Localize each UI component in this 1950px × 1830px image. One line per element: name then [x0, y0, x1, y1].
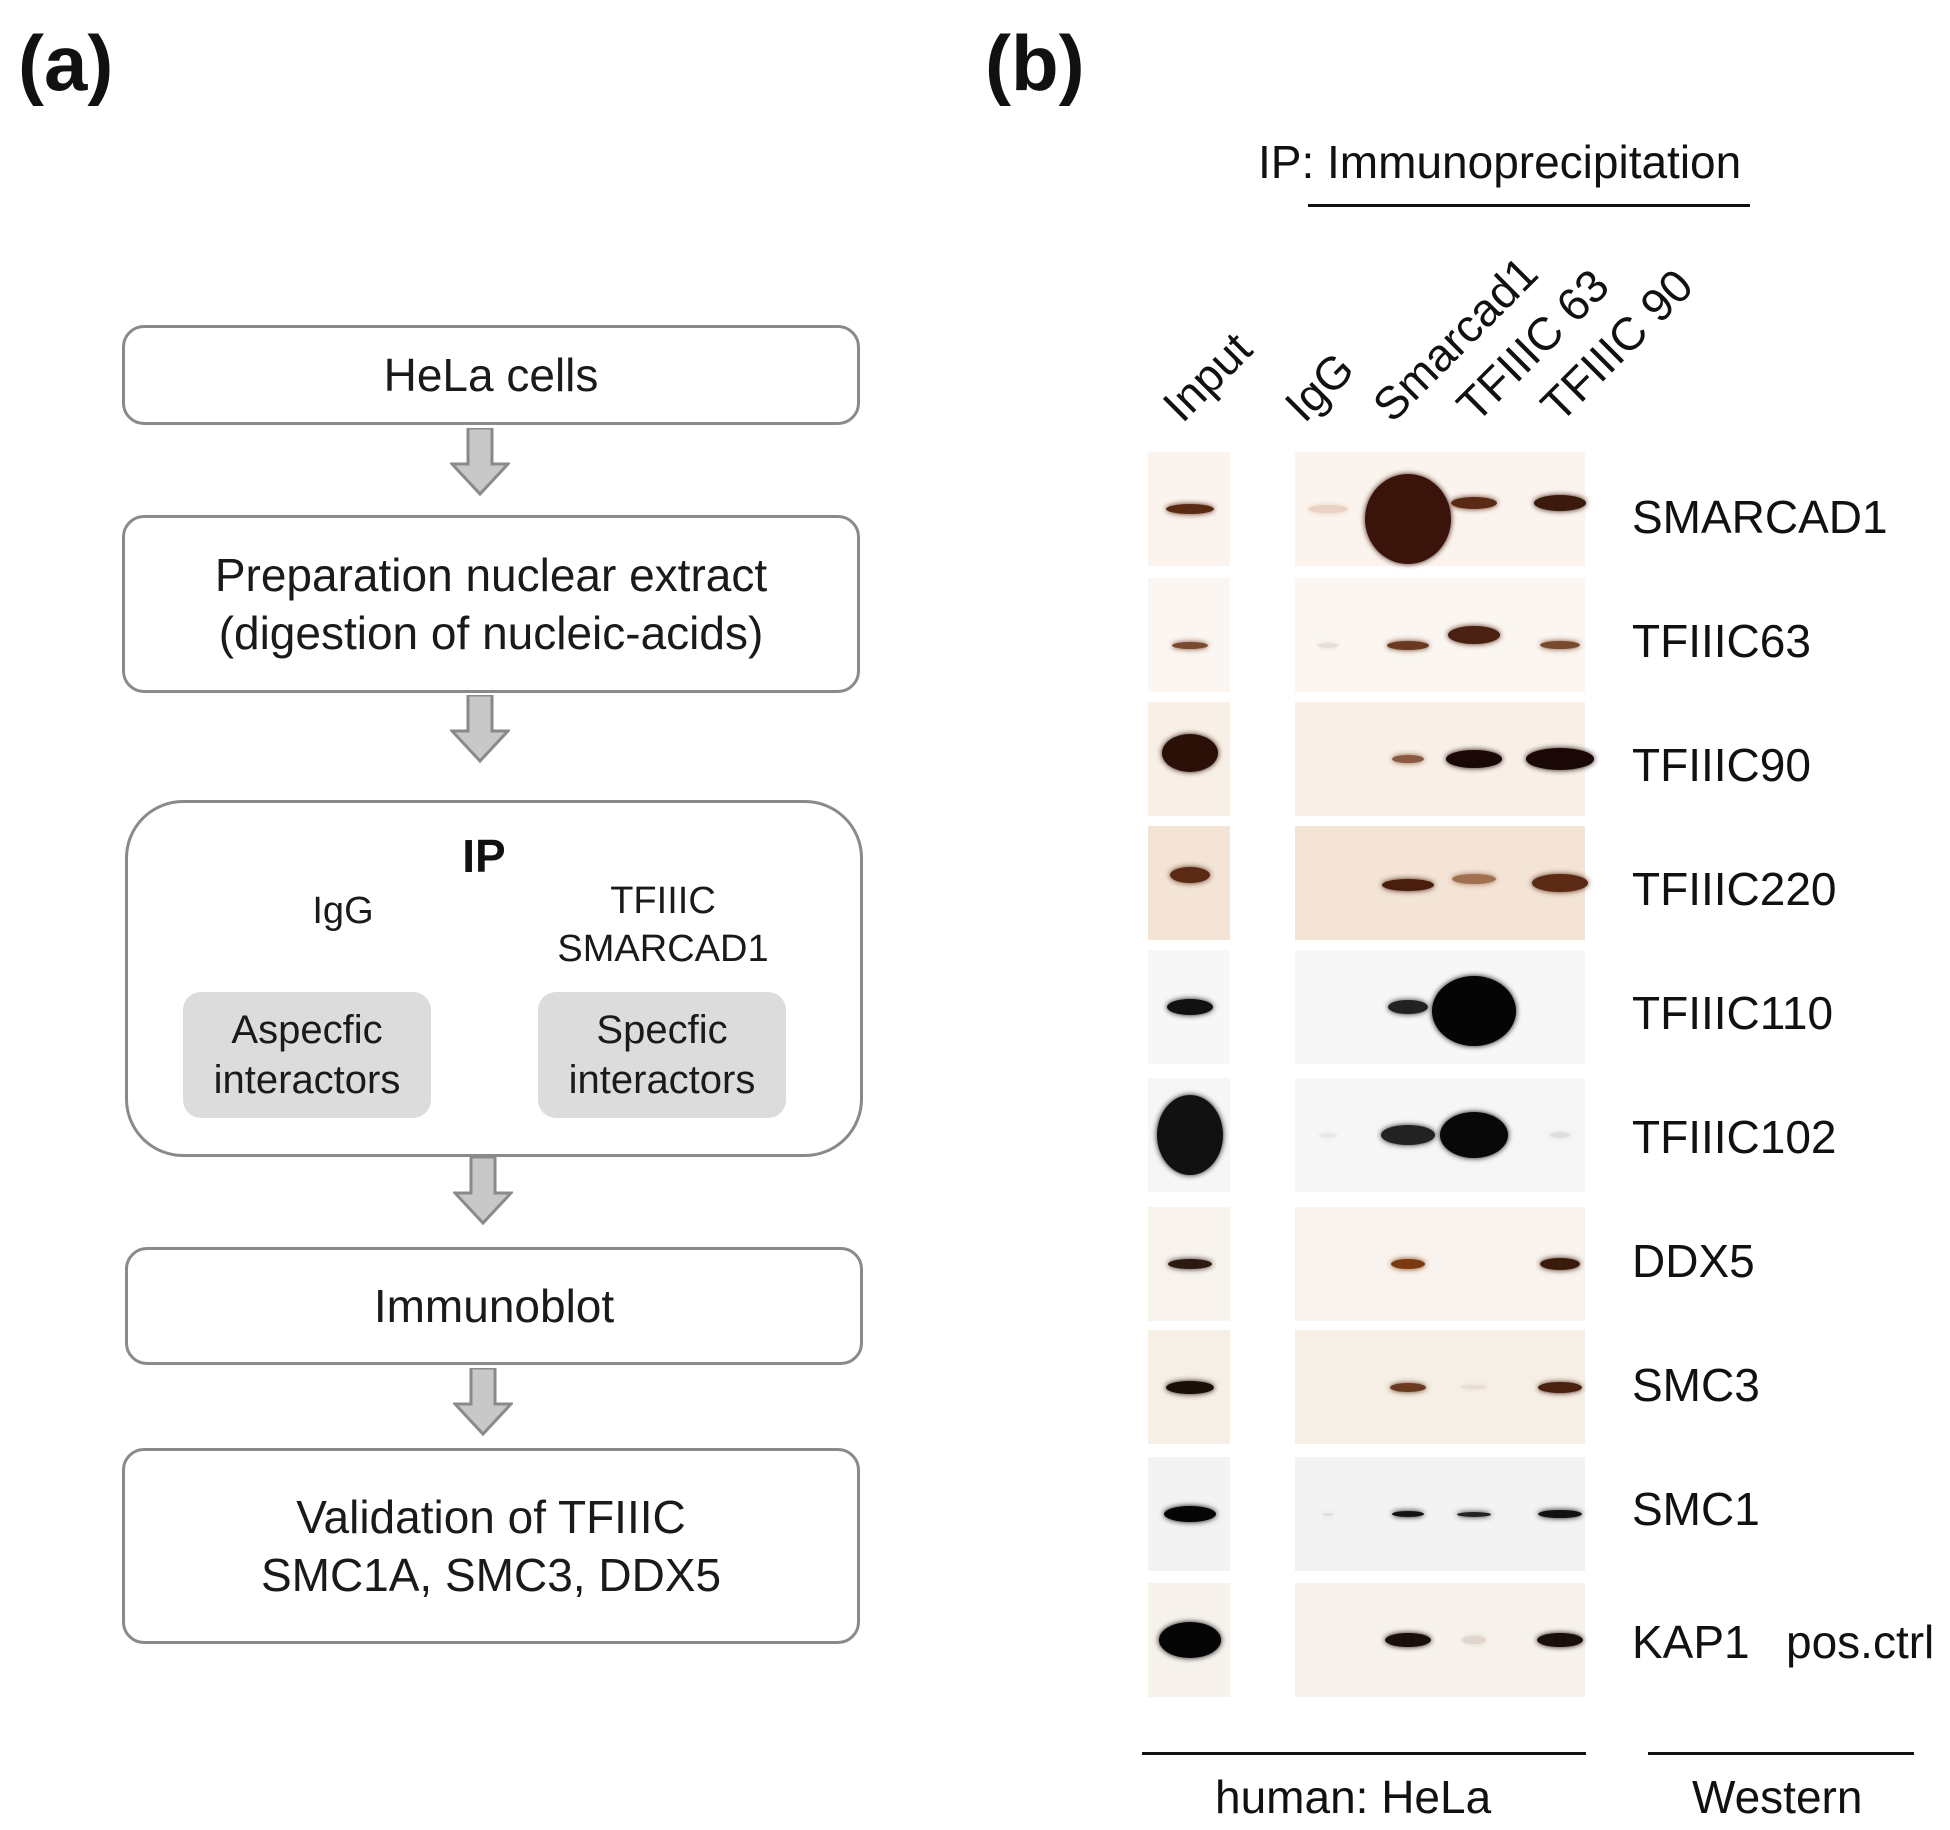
footer-label-hela: human: HeLa: [1215, 1771, 1492, 1823]
protein-label-tfiiic110: TFIIIC110: [1632, 987, 1834, 1039]
protein-label-smarcad1: SMARCAD1: [1632, 491, 1888, 543]
protein-label-tfiiic63: TFIIIC63: [1632, 615, 1811, 667]
protein-label-tfiiic90: TFIIIC90: [1632, 739, 1811, 791]
blot-band: [1432, 976, 1516, 1046]
footer-label-western: Western: [1692, 1771, 1863, 1823]
blot-band: [1540, 641, 1580, 649]
blot-strip-ip: [1295, 1330, 1585, 1444]
step-nuclear-extract: Preparation nuclear extract (digestion o…: [122, 515, 860, 693]
blot-band: [1382, 879, 1434, 891]
protein-label-tfiiic102: TFIIIC102: [1632, 1111, 1837, 1163]
blot-band: [1319, 1132, 1337, 1138]
blot-band: [1452, 874, 1496, 884]
blot-strip-ip: [1295, 1207, 1585, 1321]
ip-header-rule: [1308, 204, 1750, 207]
aspecific-interactors-box: Aspecfic interactors: [183, 992, 431, 1118]
footer-rule-hela: [1142, 1752, 1586, 1755]
panel-a-label: (a): [18, 19, 114, 107]
ip-target-label: TFIIIC SMARCAD1: [557, 880, 769, 970]
blot-band: [1365, 474, 1451, 564]
down-arrow-icon: [450, 428, 510, 497]
protein-label-ddx5: DDX5: [1632, 1235, 1755, 1287]
pos-ctrl-label: pos.ctrl: [1786, 1616, 1935, 1668]
blot-strip-input: [1148, 826, 1230, 940]
blot-band: [1526, 748, 1594, 770]
step-hela-cells: HeLa cells: [122, 325, 860, 425]
blot-band: [1550, 1132, 1570, 1138]
blot-band: [1322, 1512, 1334, 1516]
blot-band: [1162, 734, 1218, 772]
blot-band: [1159, 1622, 1221, 1658]
blot-band: [1538, 1510, 1582, 1518]
blot-band: [1164, 1506, 1216, 1522]
step-immunoblot: Immunoblot: [125, 1247, 863, 1365]
protein-label-tfiiic220: TFIIIC220: [1632, 863, 1837, 915]
ip-header: IP: Immunoprecipitation: [1258, 136, 1742, 188]
blot-band: [1392, 755, 1424, 763]
blot-band: [1308, 505, 1348, 513]
blot-band: [1448, 626, 1500, 644]
blot-band: [1381, 1125, 1435, 1145]
blot-band: [1532, 874, 1588, 892]
protein-label-smc3: SMC3: [1632, 1359, 1760, 1411]
blot-band: [1391, 1259, 1425, 1269]
blot-band: [1440, 1112, 1508, 1158]
blot-band: [1157, 1095, 1223, 1175]
blot-band: [1172, 641, 1208, 649]
blot-strip-ip: [1295, 1583, 1585, 1697]
blot-band: [1461, 1385, 1487, 1389]
blot-strip-ip: [1295, 1457, 1585, 1571]
blot-band: [1166, 504, 1214, 514]
blot-band: [1537, 1633, 1583, 1647]
protein-label-kap1: KAP1: [1632, 1616, 1750, 1668]
blot-band: [1538, 1381, 1582, 1393]
blot-band: [1540, 1258, 1580, 1270]
down-arrow-icon: [453, 1368, 513, 1437]
blot-band: [1534, 495, 1586, 511]
column-label-input: Input: [1152, 322, 1262, 432]
down-arrow-icon: [453, 1157, 513, 1226]
ip-box: IP IgG TFIIIC SMARCAD1 Aspecfic interact…: [125, 800, 863, 1157]
blot-band: [1457, 1511, 1491, 1517]
blot-band: [1462, 1636, 1486, 1644]
blot-band: [1451, 497, 1497, 509]
down-arrow-icon: [450, 695, 510, 764]
blot-strip-input: [1148, 578, 1230, 692]
protein-label-smc1: SMC1: [1632, 1483, 1760, 1535]
blot-band: [1392, 1511, 1424, 1517]
footer-rule-western: [1648, 1752, 1914, 1755]
blot-band: [1387, 640, 1429, 650]
blot-band: [1168, 1259, 1212, 1269]
blot-band: [1385, 1633, 1431, 1647]
blot-band: [1388, 1000, 1428, 1014]
panel-b-label: (b): [985, 19, 1085, 107]
blot-band: [1318, 642, 1338, 648]
ip-igg-label: IgG: [312, 890, 374, 932]
step-validation: Validation of TFIIIC SMC1A, SMC3, DDX5: [122, 1448, 860, 1644]
ip-title: IP: [462, 830, 506, 882]
blot-band: [1390, 1382, 1426, 1392]
blot-band: [1166, 1380, 1214, 1394]
column-label-igg: IgG: [1274, 342, 1364, 432]
blot-band: [1446, 750, 1502, 768]
blot-band: [1167, 999, 1213, 1015]
specific-interactors-box: Specfic interactors: [538, 992, 786, 1118]
blot-strip-ip: [1295, 578, 1585, 692]
blot-band: [1170, 867, 1210, 883]
